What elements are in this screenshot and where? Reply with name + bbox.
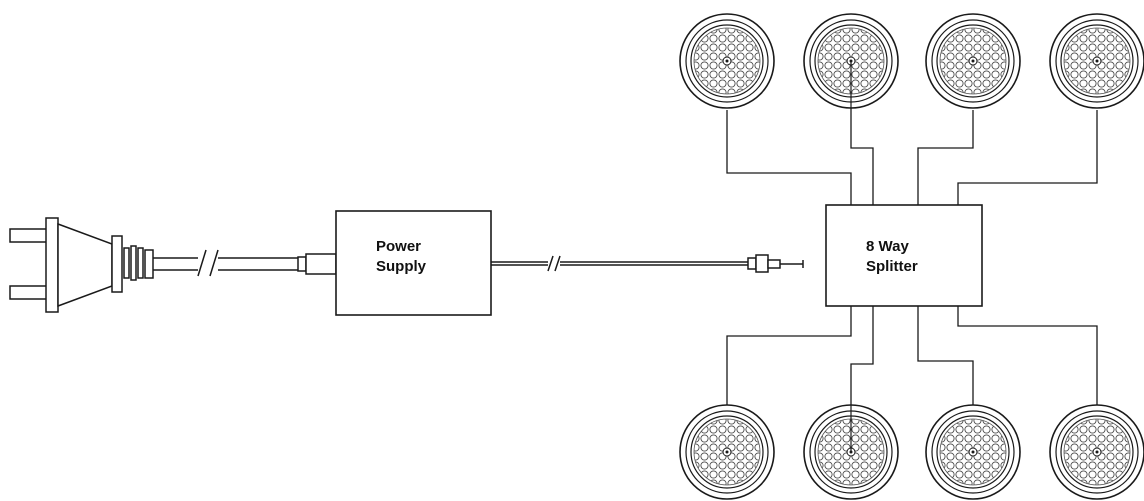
cable-break-icon — [197, 249, 207, 277]
power-supply-label-line2: Supply — [376, 258, 427, 275]
power-supply-label-line1: Power — [376, 238, 422, 255]
cable-break-icon — [547, 255, 554, 272]
power-plug-icon — [9, 217, 154, 313]
led-puck-light-icon-bottom-1 — [679, 404, 775, 500]
splitter-label-line1: 8 Way — [866, 238, 909, 255]
splitter-label-line2: Splitter — [866, 258, 918, 275]
ac-cord — [153, 249, 337, 277]
power-supply-label: Power Supply — [376, 237, 426, 277]
splitter-box — [825, 204, 983, 307]
led-puck-light-icon-top-3 — [925, 13, 1021, 109]
led-puck-light-icon-top-4 — [1049, 13, 1144, 109]
dc-connector-icon — [747, 254, 804, 273]
splitter-label: 8 Way Splitter — [866, 237, 918, 277]
led-puck-light-icon-top-1 — [679, 13, 775, 109]
power-supply-box — [335, 210, 492, 316]
dc-cable — [491, 254, 804, 273]
led-puck-light-icon-bottom-4 — [1049, 404, 1144, 500]
led-puck-light-icon-bottom-3 — [925, 404, 1021, 500]
